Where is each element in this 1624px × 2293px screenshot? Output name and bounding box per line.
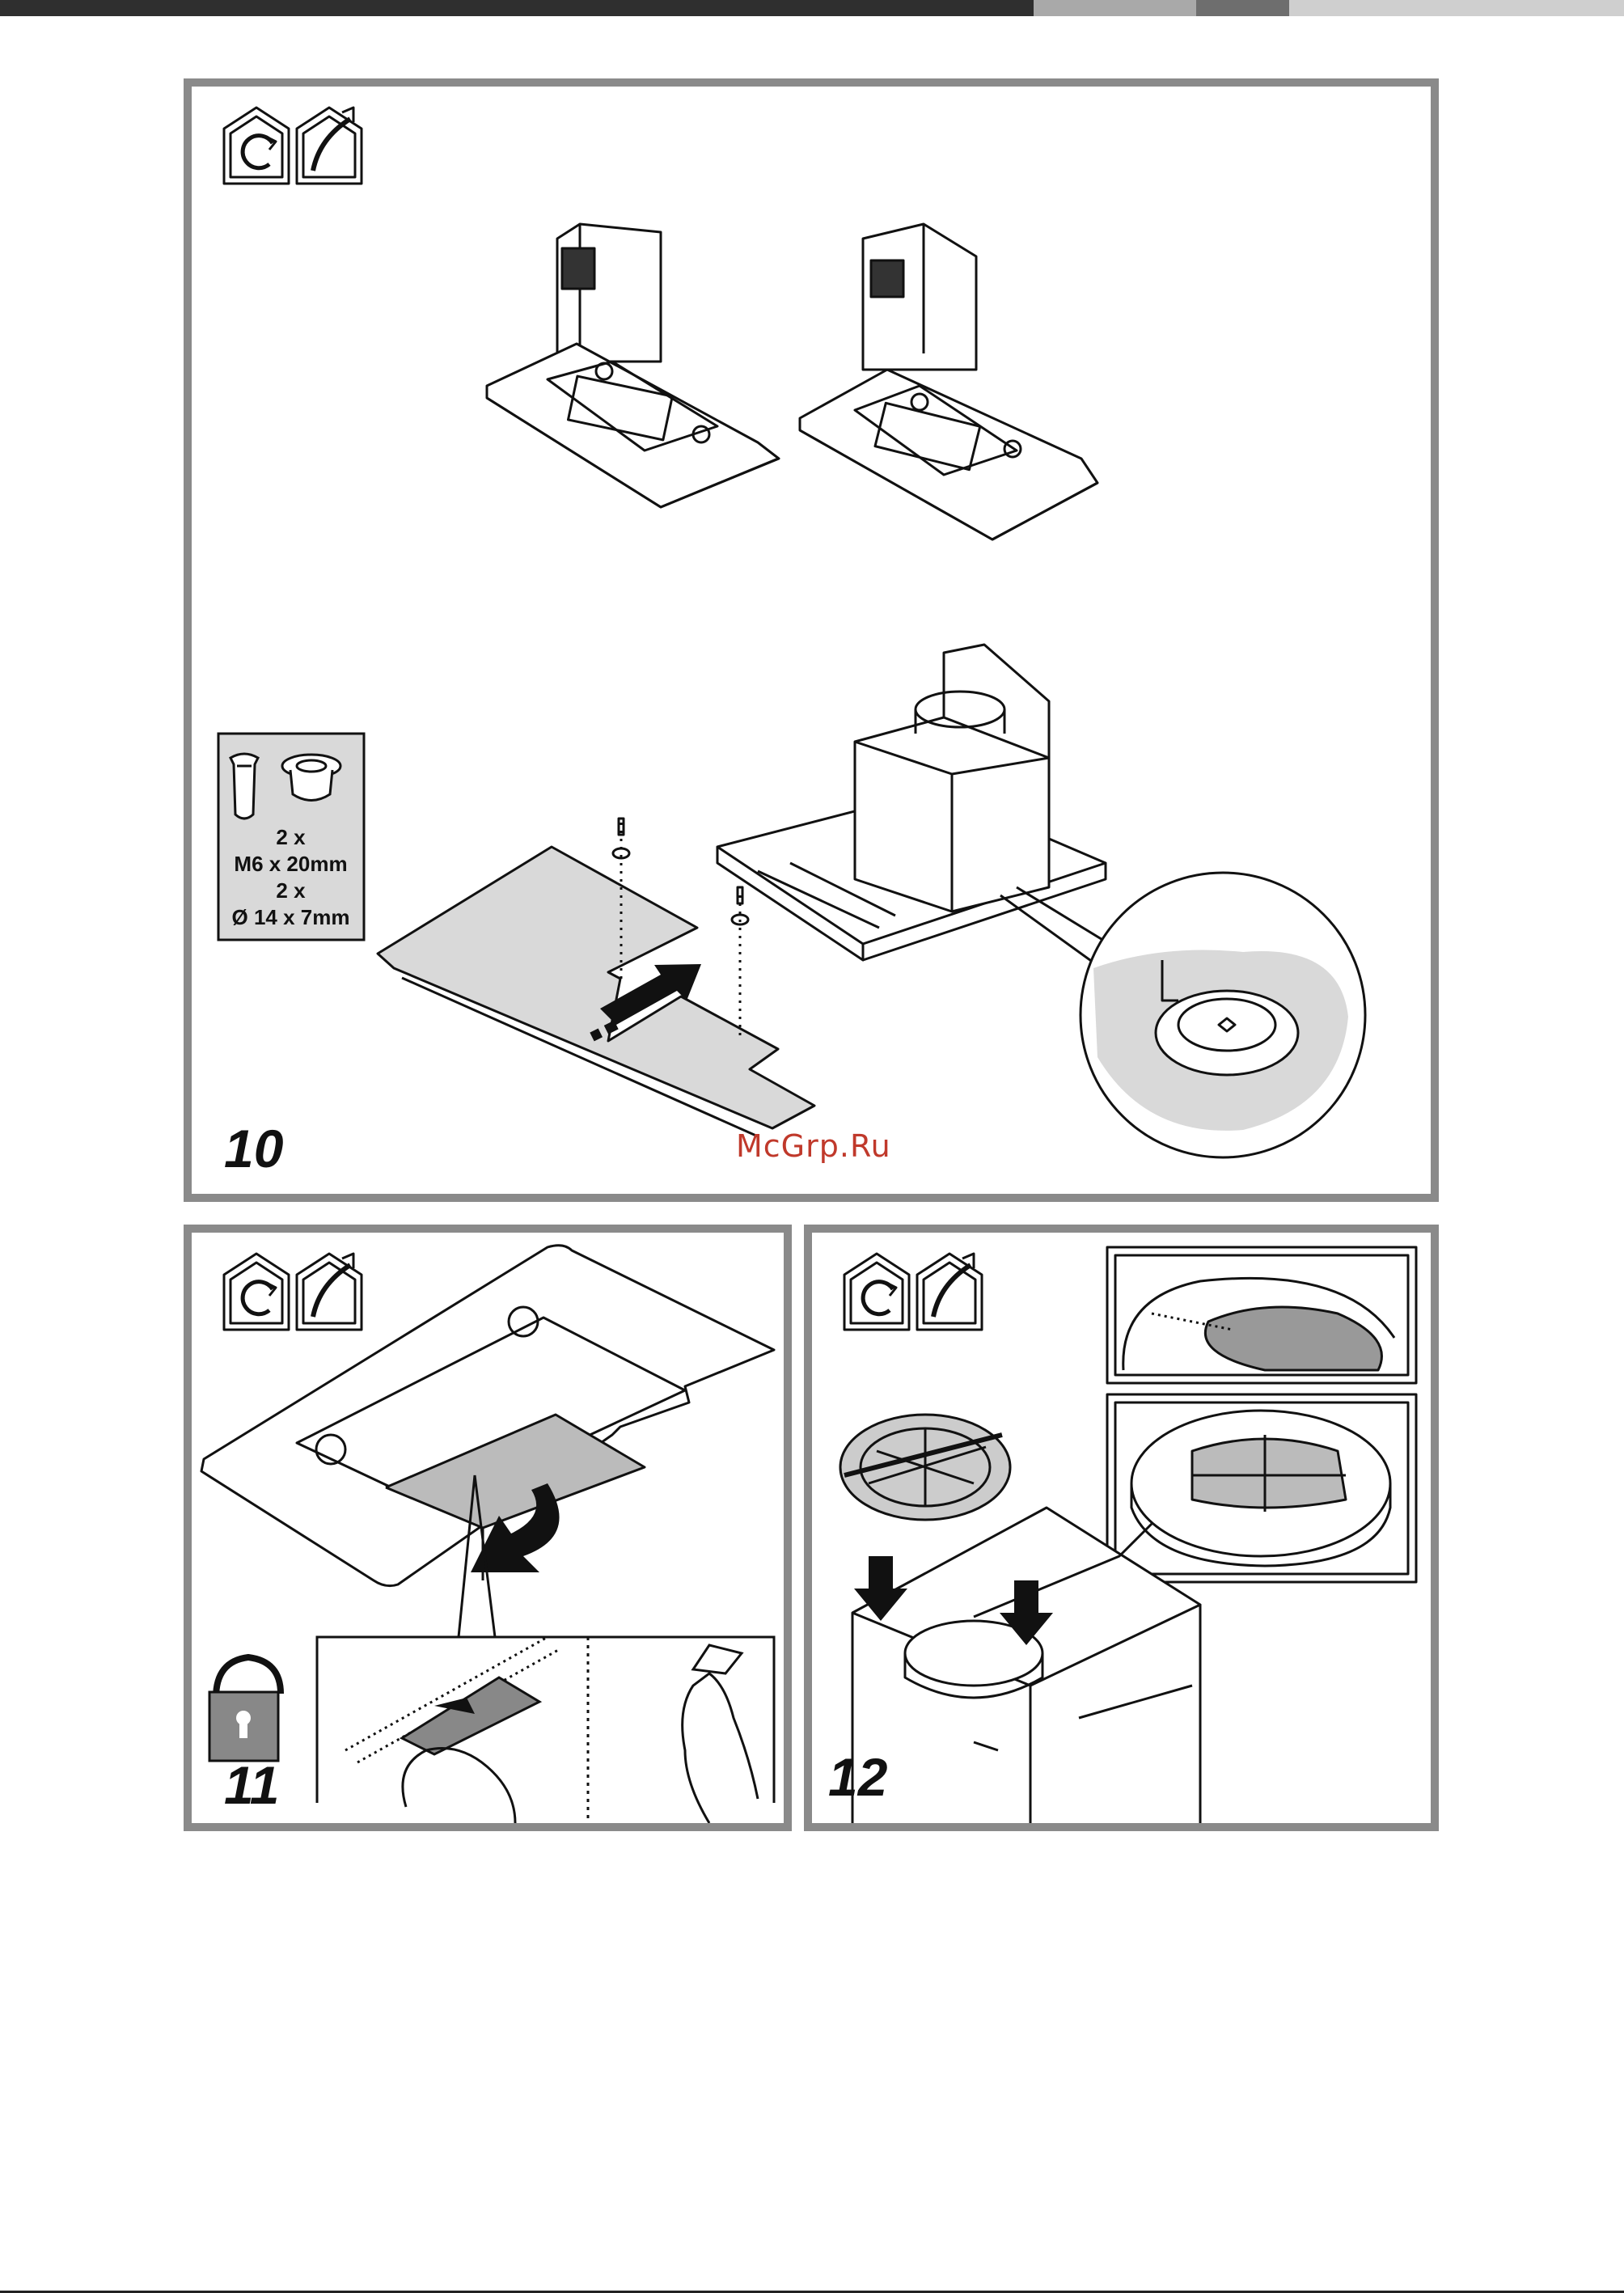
header-bar-segment-dark: [0, 0, 1034, 16]
parts-size-screws: M6 x 20mm: [220, 851, 362, 878]
step-number: 11: [224, 1758, 280, 1812]
hood-illustration-left: [487, 224, 779, 507]
extraction-house-icon: [297, 1254, 362, 1330]
step-number: 12: [828, 1750, 887, 1804]
step-11-illustration: [192, 1233, 784, 1823]
recirculation-house-icon: [844, 1254, 909, 1330]
hood-underside-illustration: [201, 1246, 774, 1586]
header-bar-segment-pale: [1289, 0, 1624, 16]
filter-detail-inset-bottom: [1107, 1394, 1416, 1582]
recirculation-house-icon: [224, 108, 289, 184]
extraction-house-icon: [917, 1254, 982, 1330]
header-bar: [0, 0, 1624, 16]
chimney-plate-illustration: [378, 847, 814, 1136]
parts-size-washers: Ø 14 x 7mm: [220, 904, 362, 931]
header-bar-segment-light: [1034, 0, 1196, 16]
step-12-panel: 12: [804, 1225, 1439, 1831]
step-number: 10: [224, 1122, 283, 1175]
detail-magnifier: [1081, 873, 1365, 1157]
hood-illustration-right: [800, 224, 1097, 539]
motor-unit-illustration: [717, 645, 1106, 960]
detail-inset-frame: [317, 1637, 774, 1803]
step-10-panel: 2 x M6 x 20mm 2 x Ø 14 x 7mm 10: [184, 78, 1439, 1202]
step-12-illustration: [812, 1233, 1431, 1823]
step-11-panel: 11: [184, 1225, 792, 1831]
carbon-filter-illustration: [840, 1415, 1010, 1520]
filter-detail-inset-top: [1107, 1247, 1416, 1383]
extraction-house-icon: [297, 108, 362, 184]
parts-box-text: 2 x M6 x 20mm 2 x Ø 14 x 7mm: [220, 824, 362, 931]
parts-qty-washers: 2 x: [220, 878, 362, 904]
header-bar-segment-mid: [1196, 0, 1289, 16]
recirculation-house-icon: [224, 1254, 289, 1330]
watermark: McGrp.Ru: [736, 1128, 891, 1164]
step-10-illustration: [192, 87, 1431, 1194]
parts-qty-screws: 2 x: [220, 824, 362, 851]
screw-icon: [230, 754, 258, 819]
unlock-padlock-icon: [209, 1657, 281, 1761]
